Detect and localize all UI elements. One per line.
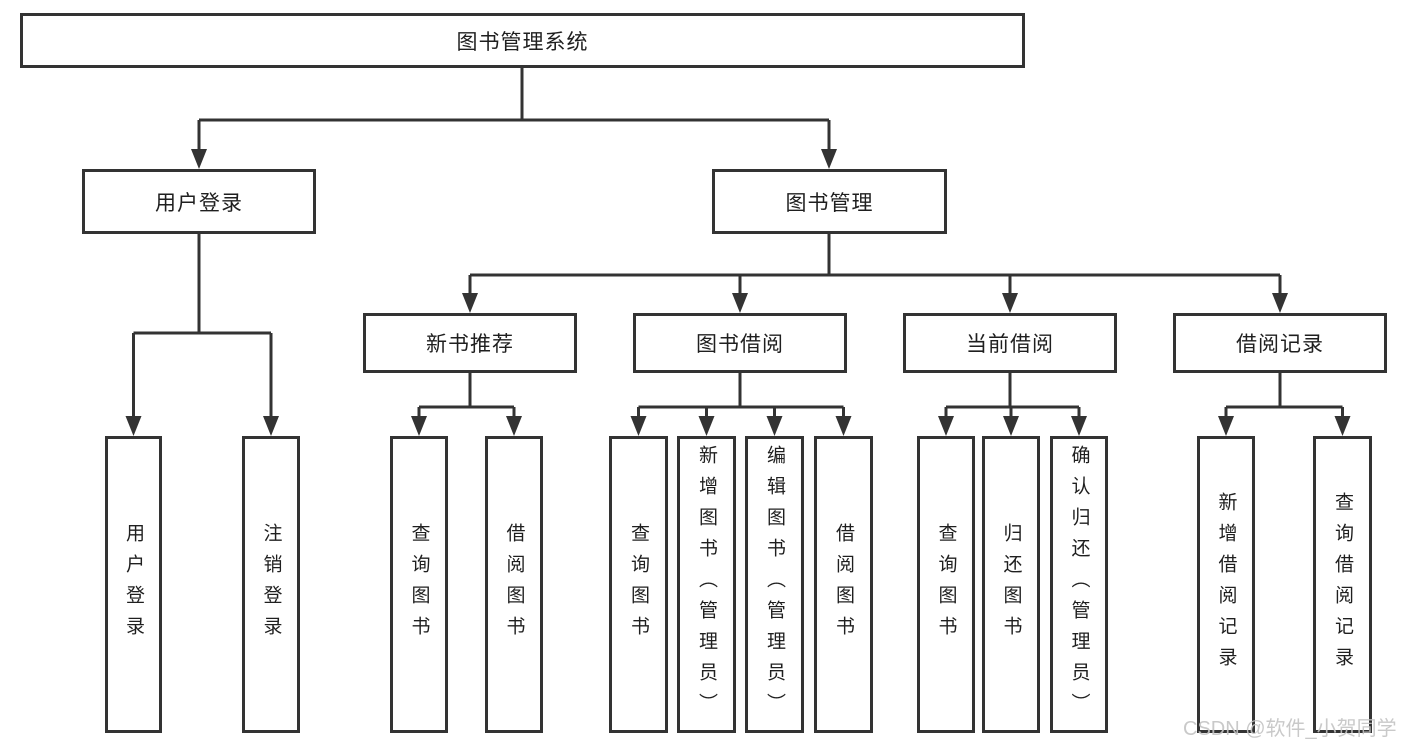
connector-borrowrecords-to-leaves [1224,373,1344,418]
leaf-query-books-current: 查询图书 [917,436,975,733]
arrow-down-icons [125,149,1351,436]
leaf-query-books-borrow: 查询图书 [609,436,668,733]
connector-newbook-to-leaves [417,373,516,418]
leaf-query-books-recommend: 查询图书 [390,436,448,733]
leaf-borrow-books: 借阅图书 [814,436,873,733]
connector-bookmgmt-to-level3 [468,234,1282,295]
leaf-edit-book-admin: 编辑图书（管理员） [745,436,804,733]
leaf-user-login: 用户登录 [105,436,162,733]
csdn-watermark: CSDN @软件_小贺同学 [1183,718,1397,740]
node-book-management: 图书管理 [712,169,947,234]
leaf-borrow-books-recommend: 借阅图书 [485,436,543,733]
connector-currentborrow-to-leaves [944,373,1081,418]
node-library-system-root: 图书管理系统 [20,13,1025,68]
leaf-logout: 注销登录 [242,436,300,733]
node-current-borrow: 当前借阅 [903,313,1117,373]
node-new-book-recommend: 新书推荐 [363,313,577,373]
leaf-confirm-return-admin: 确认归还（管理员） [1050,436,1108,733]
node-user-login: 用户登录 [82,169,316,234]
leaf-add-borrow-record: 新增借阅记录 [1197,436,1255,733]
node-borrow-records: 借阅记录 [1173,313,1387,373]
leaf-add-book-admin: 新增图书（管理员） [677,436,736,733]
node-book-borrow: 图书借阅 [633,313,847,373]
connector-root-to-level2 [197,67,831,151]
leaf-return-book: 归还图书 [982,436,1040,733]
connector-bookborrow-to-leaves [637,373,845,418]
leaf-query-borrow-record: 查询借阅记录 [1313,436,1372,733]
connector-userlogin-to-leaves [132,234,273,418]
